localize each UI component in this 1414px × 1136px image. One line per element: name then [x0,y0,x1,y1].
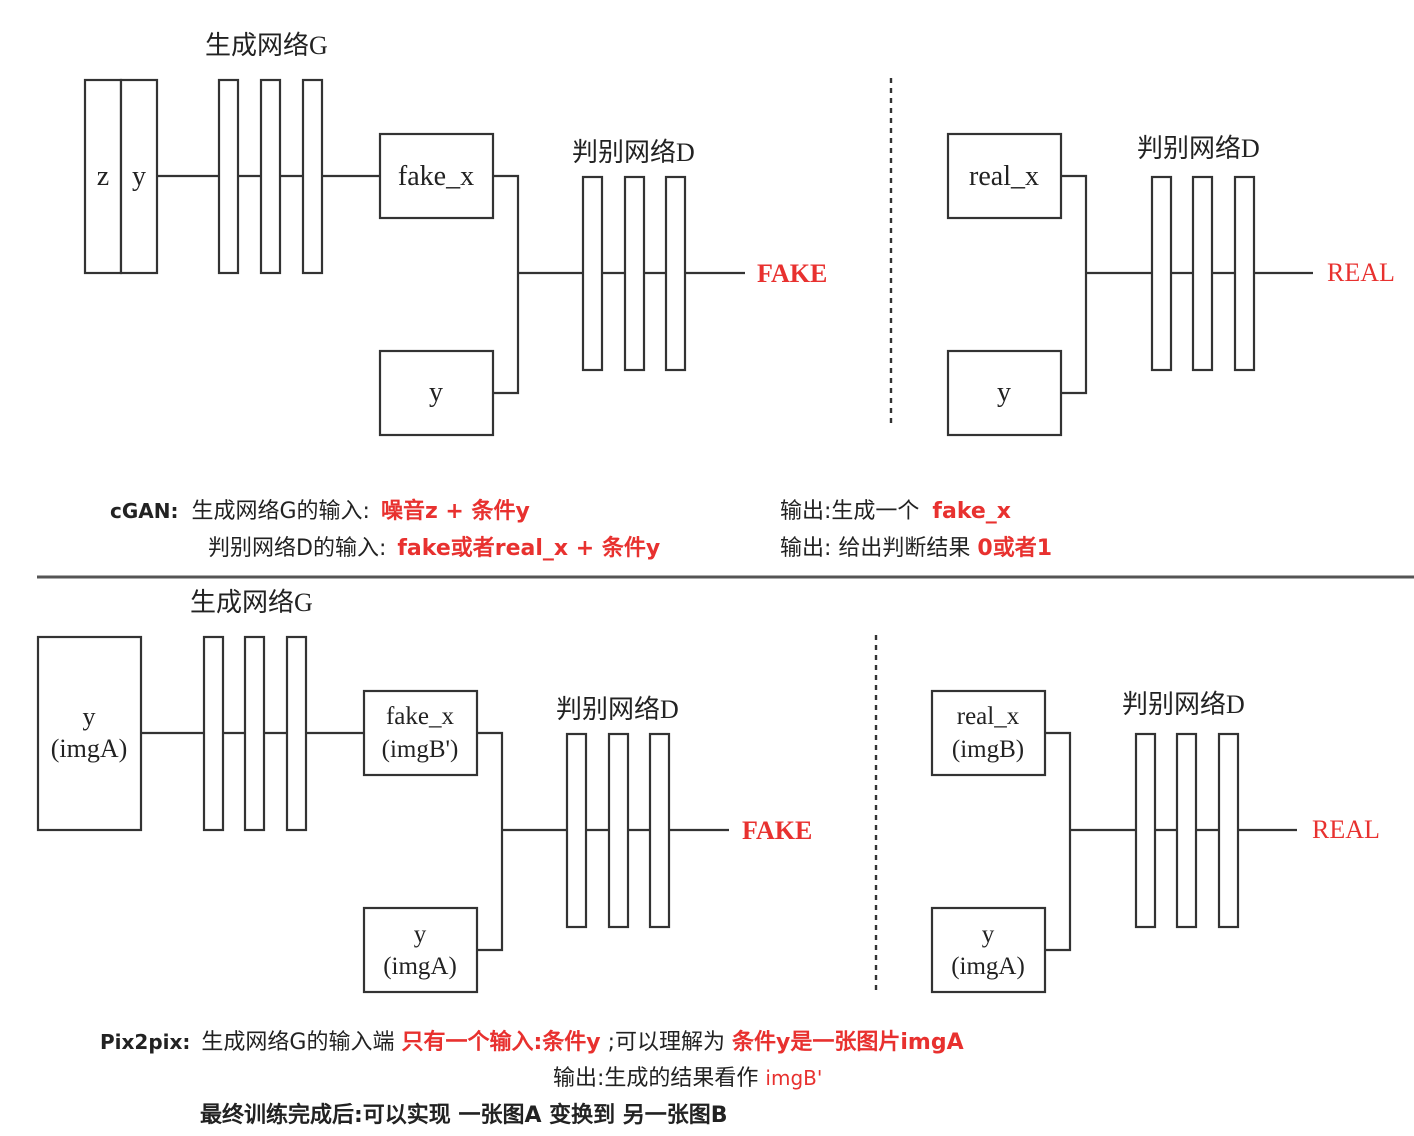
bottom-disc-title-real: 判别网络D [1122,690,1245,719]
bottom-cond-line1: y [414,921,427,948]
cgan-caption-line-1: cGAN: 生成网络G的输入: 噪音z + 条件y [110,498,530,524]
bottom-real-merge-bracket [1045,731,1072,952]
bottom-disc-title-fake: 判别网络D [556,695,679,724]
bottom-g-layer-2 [243,635,266,832]
top-real-cond-box [946,349,1063,437]
bottom-real-box [930,689,1047,777]
pix2pix-output-value: imgB' [765,1066,822,1090]
bottom-real-cond-box [930,906,1047,994]
pix2pix-prefix: Pix2pix: [100,1030,190,1054]
top-fake-label: fake_x [398,161,474,192]
pix2pix-part1: 生成网络G的输入端 [201,1030,394,1055]
bottom-g-layer-1 [202,635,225,832]
bottom-real-line2: (imgB) [952,736,1024,763]
top-disc-title-fake: 判别网络D [572,138,695,167]
cgan-d-input-value: fake或者real_x + 条件y [397,535,660,561]
top-d-layer-1 [581,175,604,372]
top-g-layer-1 [217,78,240,275]
bottom-input-box [36,635,143,832]
pix2pix-output-label: 输出:生成的结果看作 [553,1066,758,1091]
cgan-caption-line-2: 判别网络D的输入: fake或者real_x + 条件y [208,535,660,561]
top-real-d-layer-2 [1191,175,1214,372]
top-merge-bracket [493,174,520,395]
pix2pix-caption: Pix2pix: 生成网络G的输入端 只有一个输入:条件y ;可以理解为 条件y… [100,1029,964,1128]
pix2pix-caption-line-1: Pix2pix: 生成网络G的输入端 只有一个输入:条件y ;可以理解为 条件y… [100,1029,964,1055]
cgan-g-input-value: 噪音z + 条件y [381,498,530,524]
pix2pix-part4: 条件y是一张图片imgA [731,1029,964,1055]
cgan-d-input-label: 判别网络D的输入: [208,536,386,561]
cgan-prefix: cGAN: [110,499,179,523]
top-g-layer-2 [259,78,282,275]
bottom-real-output: REAL [1312,815,1380,844]
bottom-fake-box [362,689,479,777]
bottom-real-d-layer-2 [1175,732,1198,929]
bottom-d-layer-3 [648,732,671,929]
bottom-cond-box [362,906,479,994]
bottom-generator-title: 生成网络G [190,588,313,617]
top-input-y-box [119,78,159,275]
top-disc-title-real: 判别网络D [1137,134,1260,163]
top-d-layer-2 [623,175,646,372]
top-generator-title: 生成网络G [205,31,328,60]
bottom-input-line2: (imgA) [51,734,128,763]
cgan-caption-line-1-right: 输出:生成一个 fake_x [780,499,1011,524]
top-fake-output: FAKE [757,259,827,288]
top-real-label: real_x [969,161,1039,192]
cgan-g-output-label: 输出:生成一个 [780,499,919,524]
top-real-output: REAL [1327,258,1395,287]
top-input-z-box [83,78,123,275]
top-input-y-label: y [132,161,146,192]
top-real-cond-label: y [997,377,1011,408]
top-g-layer-3 [301,78,324,275]
top-cond-label: y [429,377,443,408]
cgan-d-output-label: 输出: 给出判断结果 [780,536,970,561]
bottom-fake-output: FAKE [742,816,812,845]
top-d-layer-3 [664,175,687,372]
cgan-d-output-value: 0或者1 [977,535,1052,561]
cgan-g-input-label: 生成网络G的输入: [192,499,370,524]
bottom-fake-line2: (imgB') [382,736,459,763]
bottom-fake-line1: fake_x [386,703,455,730]
bottom-real-cond-line1: y [982,921,995,948]
top-real-d-layer-1 [1150,175,1173,372]
bottom-merge-bracket [477,731,504,952]
top-input-z-label: z [97,161,109,192]
cgan-g-output-value: fake_x [932,499,1011,524]
bottom-input-line1: y [83,702,96,731]
pix2pix-part2: 只有一个输入:条件y [401,1029,600,1055]
bottom-real-d-layer-3 [1217,732,1240,929]
pix2pix-part3: ;可以理解为 [608,1030,725,1055]
bottom-g-layer-3 [285,635,308,832]
bottom-real-cond-line2: (imgA) [951,953,1025,980]
bottom-real-d-layer-1 [1134,732,1157,929]
pix2pix-caption-line-2: 输出:生成的结果看作 imgB' [553,1066,822,1091]
bottom-d-layer-2 [607,732,630,929]
bottom-cond-line2: (imgA) [383,953,457,980]
top-real-merge-bracket [1061,174,1088,395]
cgan-caption: cGAN: 生成网络G的输入: 噪音z + 条件y 输出:生成一个 fake_x… [110,498,1052,561]
pix2pix-final-line: 最终训练完成后:可以实现 一张图A 变换到 另一张图B [200,1102,728,1128]
top-fake-box [378,132,495,220]
bottom-real-line1: real_x [957,703,1020,730]
cgan-caption-line-2-right: 输出: 给出判断结果 0或者1 [780,535,1052,561]
top-real-d-layer-3 [1233,175,1256,372]
bottom-d-layer-1 [565,732,588,929]
